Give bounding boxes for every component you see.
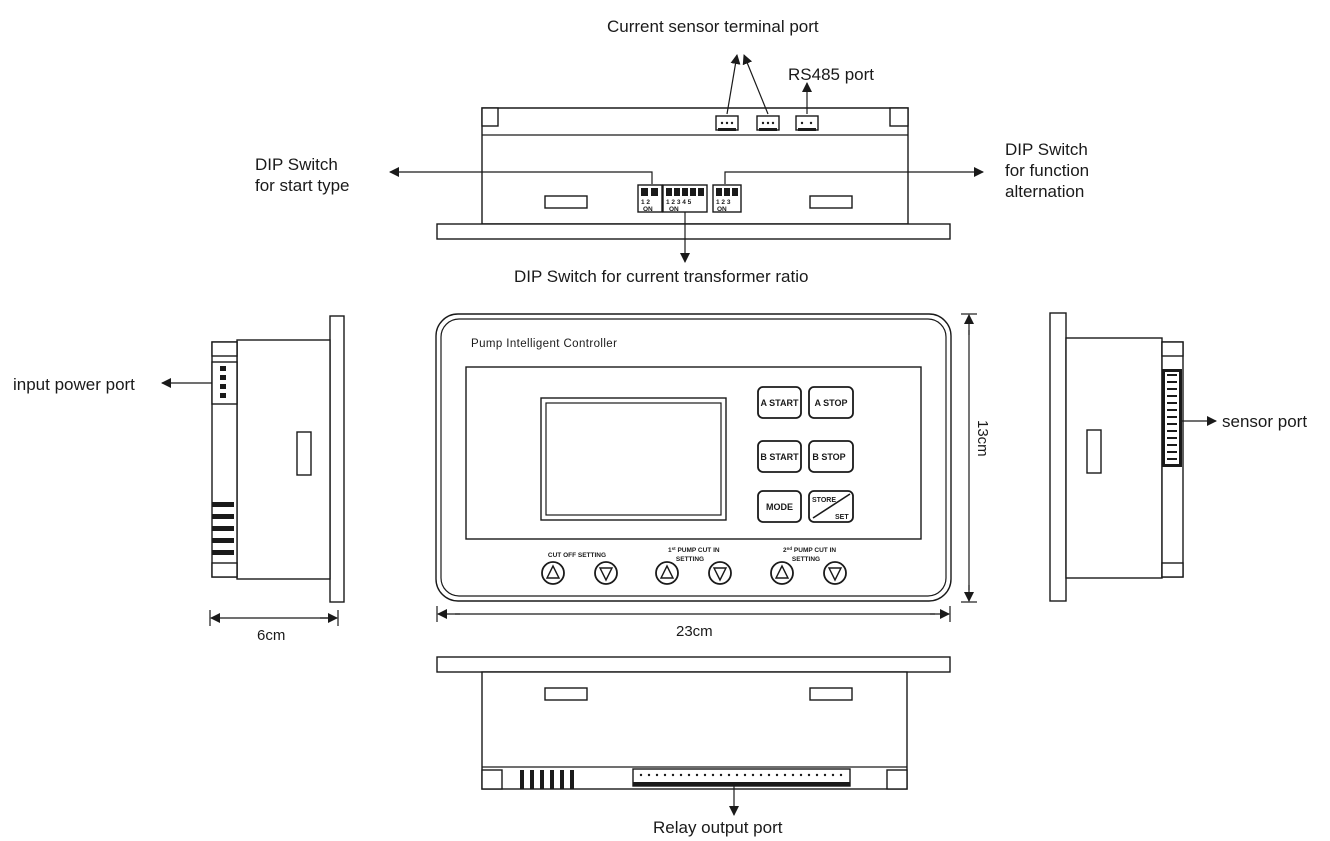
up-arrow-icon [774, 564, 790, 579]
up-arrow-icon [545, 564, 561, 579]
a-start-button[interactable]: A START [757, 386, 802, 419]
svg-text:STORE: STORE [812, 497, 836, 504]
pump1-setting-label: 1st PUMP CUT IN SETTING [668, 546, 720, 563]
svg-text:ON: ON [643, 206, 653, 213]
relay-output-port-label: Relay output port [653, 818, 783, 837]
pump1-up-button[interactable] [655, 561, 679, 585]
left-side-view [161, 315, 345, 626]
down-arrow-icon [712, 567, 728, 582]
right-flange [1049, 312, 1067, 602]
svg-text:1st PUMP CUT IN: 1st PUMP CUT IN [668, 546, 720, 554]
mode-button[interactable]: MODE [757, 490, 802, 523]
svg-text:1 2 3: 1 2 3 [716, 199, 731, 206]
svg-text:ON: ON [717, 206, 727, 213]
dip-switch-function: 1 2 3 ON [712, 184, 742, 213]
store-set-button[interactable]: STORE SET [808, 490, 854, 523]
pump1-down-button[interactable] [708, 561, 732, 585]
current-sensor-terminal-2 [756, 115, 780, 131]
svg-text:1 2: 1 2 [641, 199, 650, 206]
dip-start-label-1: DIP Switch [255, 155, 338, 174]
b-stop-button[interactable]: B STOP [808, 440, 854, 473]
svg-text:A STOP: A STOP [814, 398, 847, 408]
svg-text:B STOP: B STOP [812, 452, 845, 462]
svg-text:SETTING: SETTING [676, 556, 704, 563]
svg-text:B START: B START [760, 452, 799, 462]
width-dimension-line [436, 606, 951, 622]
pump2-down-button[interactable] [823, 561, 847, 585]
panel-title: Pump Intelligent Controller [471, 338, 617, 350]
cut-off-down-button[interactable] [594, 561, 618, 585]
dip-switch-start-type: 1 2 ON [637, 184, 663, 213]
svg-text:SET: SET [835, 514, 849, 521]
dip-function-label-1: DIP Switch [1005, 140, 1088, 159]
dip-start-label-2: for start type [255, 176, 349, 195]
dip-function-label-2: for function [1005, 161, 1089, 180]
cut-off-setting-label: CUT OFF SETTING [548, 552, 606, 559]
rs485-port-label: RS485 port [788, 65, 874, 84]
input-power-port-label: input power port [13, 375, 135, 394]
bottom-view [436, 656, 951, 816]
rs485-terminal [795, 115, 819, 131]
svg-text:ON: ON [669, 206, 679, 213]
pump2-setting-label: 2nd PUMP CUT IN SETTING [783, 546, 836, 563]
svg-text:SETTING: SETTING [792, 556, 820, 563]
svg-text:1 2 3 4 5: 1 2 3 4 5 [666, 199, 692, 206]
down-arrow-icon [598, 567, 614, 582]
svg-text:A START: A START [761, 398, 799, 408]
bottom-flange [436, 656, 951, 673]
left-flange [329, 315, 345, 603]
current-sensor-port-label: Current sensor terminal port [607, 17, 819, 36]
dip-ct-ratio-label: DIP Switch for current transformer ratio [514, 267, 808, 286]
down-arrow-icon [827, 567, 843, 582]
height-dimension-line [961, 313, 977, 603]
front-view [435, 313, 952, 602]
b-start-button[interactable]: B START [757, 440, 802, 473]
a-stop-button[interactable]: A STOP [808, 386, 854, 419]
top-flange [436, 223, 951, 240]
current-sensor-terminal-1 [715, 115, 739, 131]
cut-off-up-button[interactable] [541, 561, 565, 585]
right-side-view [1049, 312, 1217, 602]
height-dimension: 13cm [974, 420, 991, 457]
lcd-display [540, 397, 727, 521]
up-arrow-icon [659, 564, 675, 579]
dip-switch-ct-ratio: 1 2 3 4 5 ON [662, 184, 708, 213]
svg-text:MODE: MODE [766, 502, 793, 512]
depth-dimension: 6cm [257, 627, 285, 644]
sensor-port-label: sensor port [1222, 412, 1307, 431]
dip-function-label-3: alternation [1005, 182, 1084, 201]
top-view: 1 2 ON 1 2 3 4 5 ON 1 2 3 ON [389, 54, 984, 263]
width-dimension: 23cm [676, 623, 713, 640]
pump2-up-button[interactable] [770, 561, 794, 585]
svg-text:2nd PUMP CUT IN: 2nd PUMP CUT IN [783, 546, 836, 554]
